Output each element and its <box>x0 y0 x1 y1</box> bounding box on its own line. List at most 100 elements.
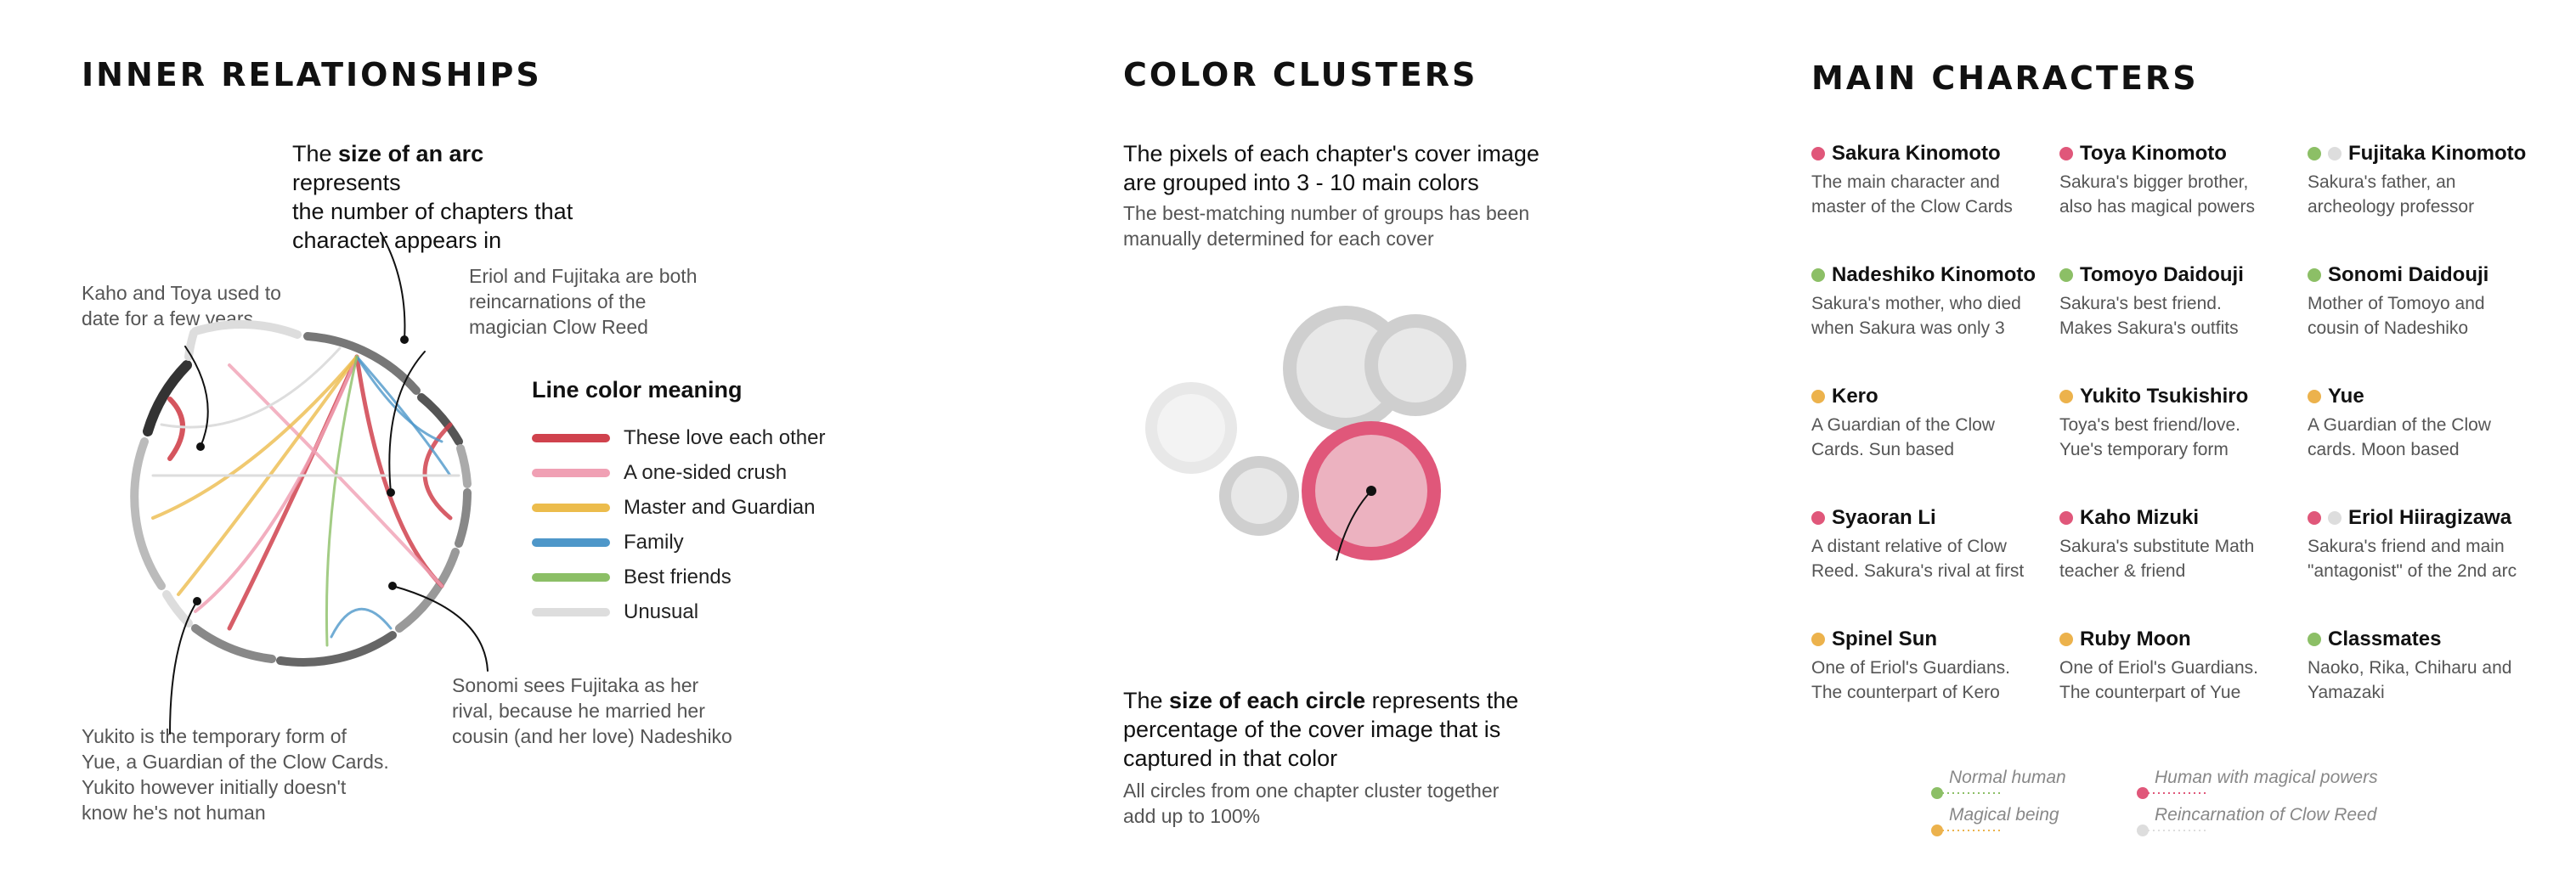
legend-label: Family <box>624 531 684 554</box>
cluster-example <box>1145 306 1466 560</box>
legend-item: Unusual <box>532 600 698 624</box>
legend-label: These love each other <box>624 426 826 449</box>
chord-arc <box>417 393 463 446</box>
legend-label: Unusual <box>624 600 699 623</box>
character-type-dot <box>2059 633 2073 646</box>
legend-swatch <box>532 469 610 477</box>
kaho-toya-annotation: Kaho and Toya used to date for a few yea… <box>82 282 281 329</box>
legend-swatch <box>532 504 610 512</box>
circle-size-leader <box>1336 490 1372 560</box>
character-description: A Guardian of the Clow <box>1811 415 1995 435</box>
character-type-dot <box>2328 511 2342 525</box>
sonomi-annotation: Sonomi sees Fujitaka as her rival, becau… <box>452 674 732 747</box>
character-description: Sakura's substitute Math <box>2059 537 2255 556</box>
character-name: Kero <box>1832 385 1878 408</box>
character-name: Toya Kinomoto <box>2080 142 2227 165</box>
chord-line <box>151 355 359 520</box>
legend-swatch <box>532 538 610 547</box>
type-key-label: Reincarnation of Clow Reed <box>2155 805 2377 825</box>
character-description: Sakura's father, an <box>2308 172 2456 192</box>
color-clusters-title: COLOR CLUSTERS <box>1123 56 1478 93</box>
character-description: The counterpart of Yue <box>2059 683 2241 702</box>
character-description: One of Eriol's Guardians. <box>1811 658 2010 678</box>
chord-arc <box>130 437 166 590</box>
character-description: Yamazaki <box>2308 683 2385 702</box>
chord-arc <box>191 320 302 339</box>
character-type-dot <box>2308 268 2321 282</box>
arc-size-leader <box>380 232 406 341</box>
chord-line <box>167 397 185 461</box>
legend-label: Best friends <box>624 566 732 588</box>
chord-line <box>177 355 359 596</box>
character-name: Yukito Tsukishiro <box>2080 385 2249 408</box>
character-type-dot <box>2059 268 2073 282</box>
chord-line <box>354 354 444 588</box>
character-name: Spinel Sun <box>1832 628 1938 650</box>
character-description: One of Eriol's Guardians. <box>2059 658 2258 678</box>
character-type-dot <box>2328 147 2342 160</box>
legend-item: A one-sided crush <box>532 461 787 485</box>
character-description: Sakura's friend and main <box>2308 537 2505 556</box>
chord-arc <box>143 360 192 436</box>
chord-line <box>330 607 393 639</box>
sonomi-leader-dot <box>388 582 397 590</box>
type-key-marker <box>2137 825 2209 836</box>
chord-line <box>160 346 342 429</box>
character-type-dot <box>2059 147 2073 160</box>
character-description: Toya's best friend/love. <box>2059 415 2240 435</box>
chord-arc <box>456 444 472 488</box>
character-description: cousin of Nadeshiko <box>2308 318 2469 338</box>
legend-item: Family <box>532 531 684 554</box>
main-characters-title: MAIN CHARACTERS <box>1811 59 2199 97</box>
type-key-label: Magical being <box>1949 805 2059 825</box>
kaho-toya-leader <box>184 346 209 448</box>
character-name: Syaoran Li <box>1832 506 1936 529</box>
legend-swatch <box>532 434 610 442</box>
character-description: when Sakura was only 3 <box>1811 318 2005 338</box>
character-description: The main character and <box>1811 172 2000 192</box>
character-name: Sonomi Daidouji <box>2328 263 2489 286</box>
character-name: Kaho Mizuki <box>2080 506 2200 529</box>
legend-item: Master and Guardian <box>532 496 815 520</box>
chord-arc <box>191 624 276 663</box>
clusters-note: The best-matching number of groups has b… <box>1123 202 1530 250</box>
cluster-circle <box>1378 328 1453 402</box>
character-description: Sakura's mother, who died <box>1811 294 2021 313</box>
legend-item: Best friends <box>532 566 732 589</box>
character-description: A distant relative of Clow <box>1811 537 2007 556</box>
line-color-legend-title: Line color meaning <box>532 377 743 402</box>
clusters-footnote: All circles from one chapter cluster tog… <box>1123 780 1500 827</box>
yukito-annotation: Yukito is the temporary form of Yue, a G… <box>82 725 389 824</box>
chord-line <box>355 355 452 477</box>
chord-line <box>194 355 359 613</box>
character-description: master of the Clow Cards <box>1811 197 2013 217</box>
arc-size-leader-dot <box>400 335 409 344</box>
character-name: Nadeshiko Kinomoto <box>1832 263 2037 286</box>
cluster-circle <box>1157 394 1225 462</box>
eriol-fujitaka-annotation: Eriol and Fujitaka are both reincarnatio… <box>469 265 698 338</box>
character-description: Sakura's best friend. <box>2059 294 2222 313</box>
legend-label: A one-sided crush <box>624 461 788 484</box>
chord-diagram <box>130 232 489 735</box>
character-name: Fujitaka Kinomoto <box>2348 142 2527 165</box>
legend-swatch <box>532 608 610 616</box>
character-type-dot <box>2308 147 2321 160</box>
character-type-dot <box>2308 633 2321 646</box>
character-type-dot <box>1811 147 1825 160</box>
character-name: Ruby Moon <box>2080 628 2191 650</box>
legend-swatch <box>532 573 610 582</box>
character-description: cards. Moon based <box>2308 440 2460 459</box>
chord-arc <box>276 631 397 667</box>
eriol-fujitaka-leader <box>388 351 426 493</box>
